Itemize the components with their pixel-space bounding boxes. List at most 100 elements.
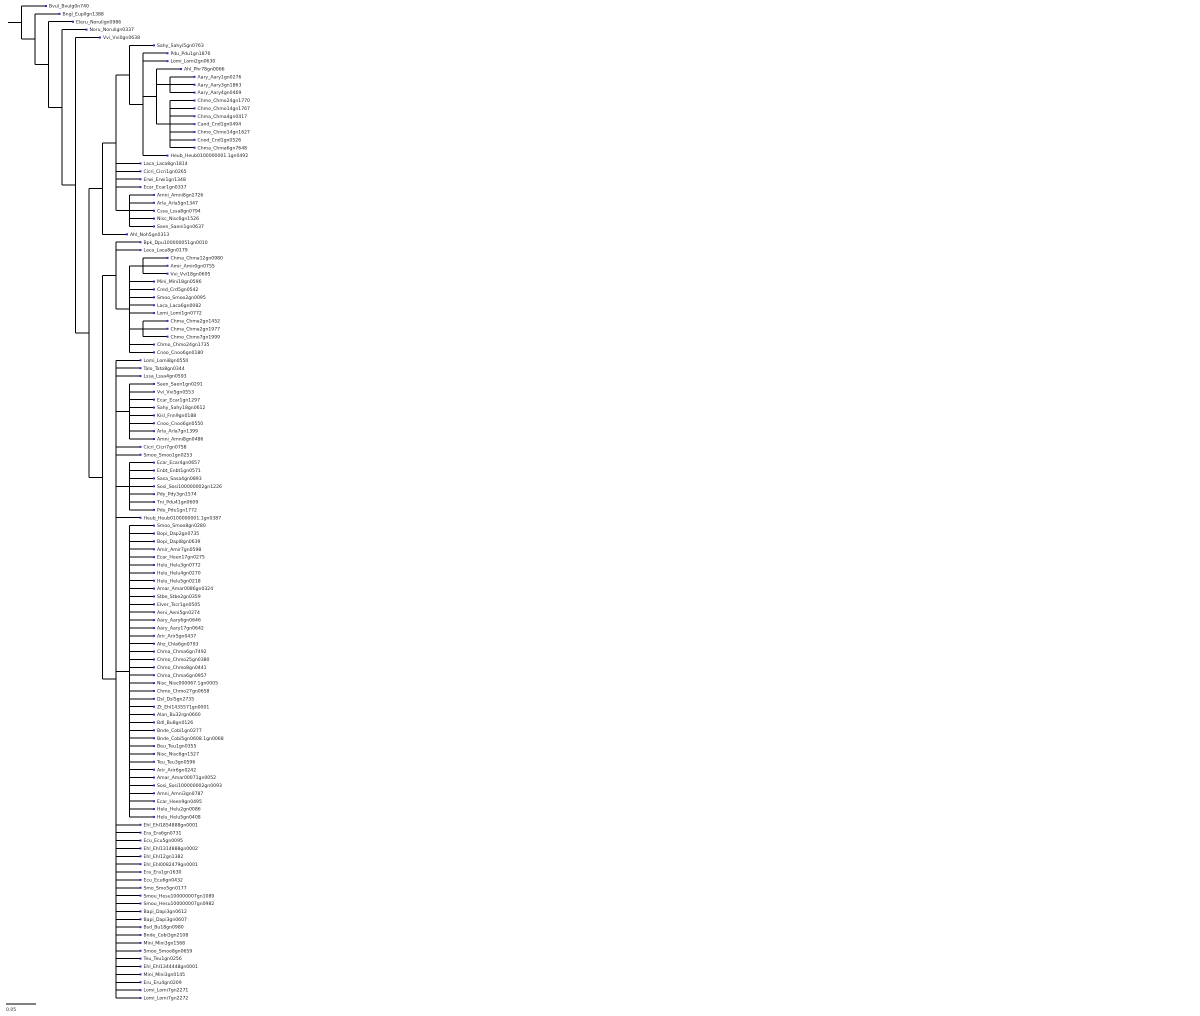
leaf-label: Amir_Amir7gn0598	[157, 547, 201, 553]
leaf-label: Chmo_Chmo24gn1735	[157, 342, 210, 348]
tip-marker	[126, 233, 128, 236]
leaf-label: Saen_Saeni1gn0637	[157, 224, 204, 230]
leaf-label: Cand_Cnd1gn0494	[198, 122, 242, 128]
leaf-label: Cnoo_Cnoo6gn0550	[157, 421, 203, 427]
leaf-label: Ahl_Phr78gn0066	[184, 67, 225, 73]
tip-marker	[139, 989, 142, 992]
tip-marker	[153, 209, 155, 212]
leaf-label: Kisl_Fnn9gn0188	[157, 413, 196, 419]
tip-marker	[193, 75, 196, 78]
leaf-label: Lomi_Lomi7gn2271	[144, 988, 189, 994]
tip-marker	[153, 390, 155, 393]
leaf-label: Vvi_Vvi5gn0553	[157, 389, 194, 395]
tip-marker	[153, 563, 155, 566]
tip-marker	[139, 367, 142, 370]
leaf-label: Arla_Arla7gn1399	[157, 429, 198, 435]
tip-marker	[139, 863, 142, 866]
tip-marker	[153, 571, 155, 574]
leaf-label: Chma_Chma4gn0417	[198, 114, 248, 120]
leaf-label: Amni_Amni8gn2726	[157, 193, 203, 199]
leaf-label: Amni_Amni3gn0787	[157, 791, 203, 797]
leaf-label: Arir_Arir6gn0242	[157, 767, 196, 773]
tip-marker	[180, 67, 182, 70]
tip-marker	[153, 603, 155, 606]
tip-marker	[139, 445, 142, 448]
leaf-label: Sahy_Sahy18gn0612	[157, 405, 205, 411]
tip-marker	[139, 831, 142, 834]
scale-bar-label: 0.05	[6, 1007, 16, 1013]
tip-marker	[139, 910, 142, 913]
tip-marker	[153, 595, 155, 598]
tip-marker	[153, 579, 155, 582]
tip-marker	[153, 225, 155, 228]
tip-marker	[139, 997, 142, 999]
tip-marker	[153, 815, 155, 818]
leaf-label: Dsl_Dsl5gn2735	[157, 696, 194, 702]
tip-marker	[153, 800, 155, 803]
leaf-label: Bsd_Bu18gn0980	[144, 925, 184, 931]
tip-marker	[153, 422, 155, 425]
leaf-label: Sosi_Sosi100000002gn1226	[157, 484, 222, 490]
tip-marker	[139, 949, 142, 952]
tip-marker	[166, 264, 169, 267]
tip-marker	[153, 745, 155, 748]
leaf-label: Zt_Ehl1435571gn0001	[157, 704, 209, 710]
leaf-label: Aary_Aary1gn0276	[198, 74, 242, 80]
leaf-label: Smoo_Smoo8gn0659	[144, 948, 193, 954]
leaf-label: Laca_Laca8gn0179	[144, 248, 188, 254]
leaf-label: Lomi_Lomi2gn0630	[171, 59, 216, 65]
leaf-label: Bopi_Dap2gn0735	[157, 531, 199, 537]
leaf-label: Cicri_Cicri1gn0265	[144, 169, 187, 175]
leaf-label: Teu_Teu3gn0596	[156, 759, 195, 765]
tip-marker	[139, 973, 142, 976]
tip-marker	[193, 107, 196, 110]
tip-marker	[193, 138, 196, 141]
tip-marker	[139, 934, 142, 937]
tip-marker	[153, 587, 155, 590]
leaf-label: Lomi_Lomi8gn0550	[144, 358, 189, 364]
leaf-label: Eru_Eru4gn0209	[144, 980, 182, 986]
leaf-label: Chmo_Chmo14gn1767	[198, 106, 251, 112]
tip-marker	[139, 839, 142, 842]
leaf-label: Chmo_Chmo14gn1627	[198, 130, 251, 136]
leaf-label: Ahz_Chla6gn0793	[157, 641, 198, 647]
tip-marker	[153, 808, 155, 811]
tip-marker	[166, 319, 169, 322]
leaf-label: Amni_Amni8gn0486	[157, 437, 203, 443]
tip-marker	[153, 792, 155, 795]
tip-marker	[153, 532, 155, 535]
leaf-label: Arla_Arla5gn1347	[157, 200, 198, 206]
tip-marker	[139, 186, 142, 189]
tip-marker	[153, 556, 155, 559]
tip-marker	[153, 760, 155, 763]
leaf-label: Noru_Norulign0337	[90, 27, 135, 33]
leaf-label: Cicri_Cicri7gn0758	[144, 444, 187, 450]
leaf-label: Chmo_Chmo7gn1999	[171, 334, 221, 340]
leaf-label: Chma_Chma2gn1977	[171, 326, 221, 332]
tip-marker	[166, 327, 169, 330]
leaf-label: Heub_Heub0100000001.1gn0387	[144, 515, 222, 521]
leaf-label: Sahy_Sahyi5gn0763	[157, 43, 204, 49]
tip-marker	[139, 170, 142, 173]
tip-marker	[153, 619, 155, 622]
tip-marker	[153, 312, 155, 315]
leaf-label: Vvi_Vvi0gn0638	[103, 35, 140, 41]
leaf-label: Ehl_Ehl1854888gn0001	[144, 822, 199, 828]
tip-marker	[139, 957, 142, 960]
tip-marker	[153, 217, 155, 220]
leaf-label: Lssa_Lssa4gn0593	[144, 374, 187, 380]
leaf-label: Cred_Crd5gn0542	[157, 287, 198, 293]
leaf-label: Cnod_Cnd1gn0526	[198, 137, 242, 143]
leaf-label: Mini_Mini3gn0145	[144, 972, 186, 978]
leaf-label: Ecu_Ecu6gn0432	[144, 878, 183, 884]
tip-marker	[139, 241, 142, 244]
tip-marker	[153, 540, 155, 543]
leaf-label: Era_Era6gn0731	[144, 830, 182, 836]
tip-marker	[153, 343, 155, 346]
leaf-label: Laca_Laca8gn1814	[144, 161, 188, 167]
tip-marker	[153, 658, 155, 661]
tip-marker	[153, 650, 155, 653]
leaf-label: Ecar_Heen9gn0495	[157, 799, 202, 805]
tip-marker	[139, 249, 142, 252]
leaf-label: Smoo_Smoo8gn0280	[157, 523, 206, 529]
